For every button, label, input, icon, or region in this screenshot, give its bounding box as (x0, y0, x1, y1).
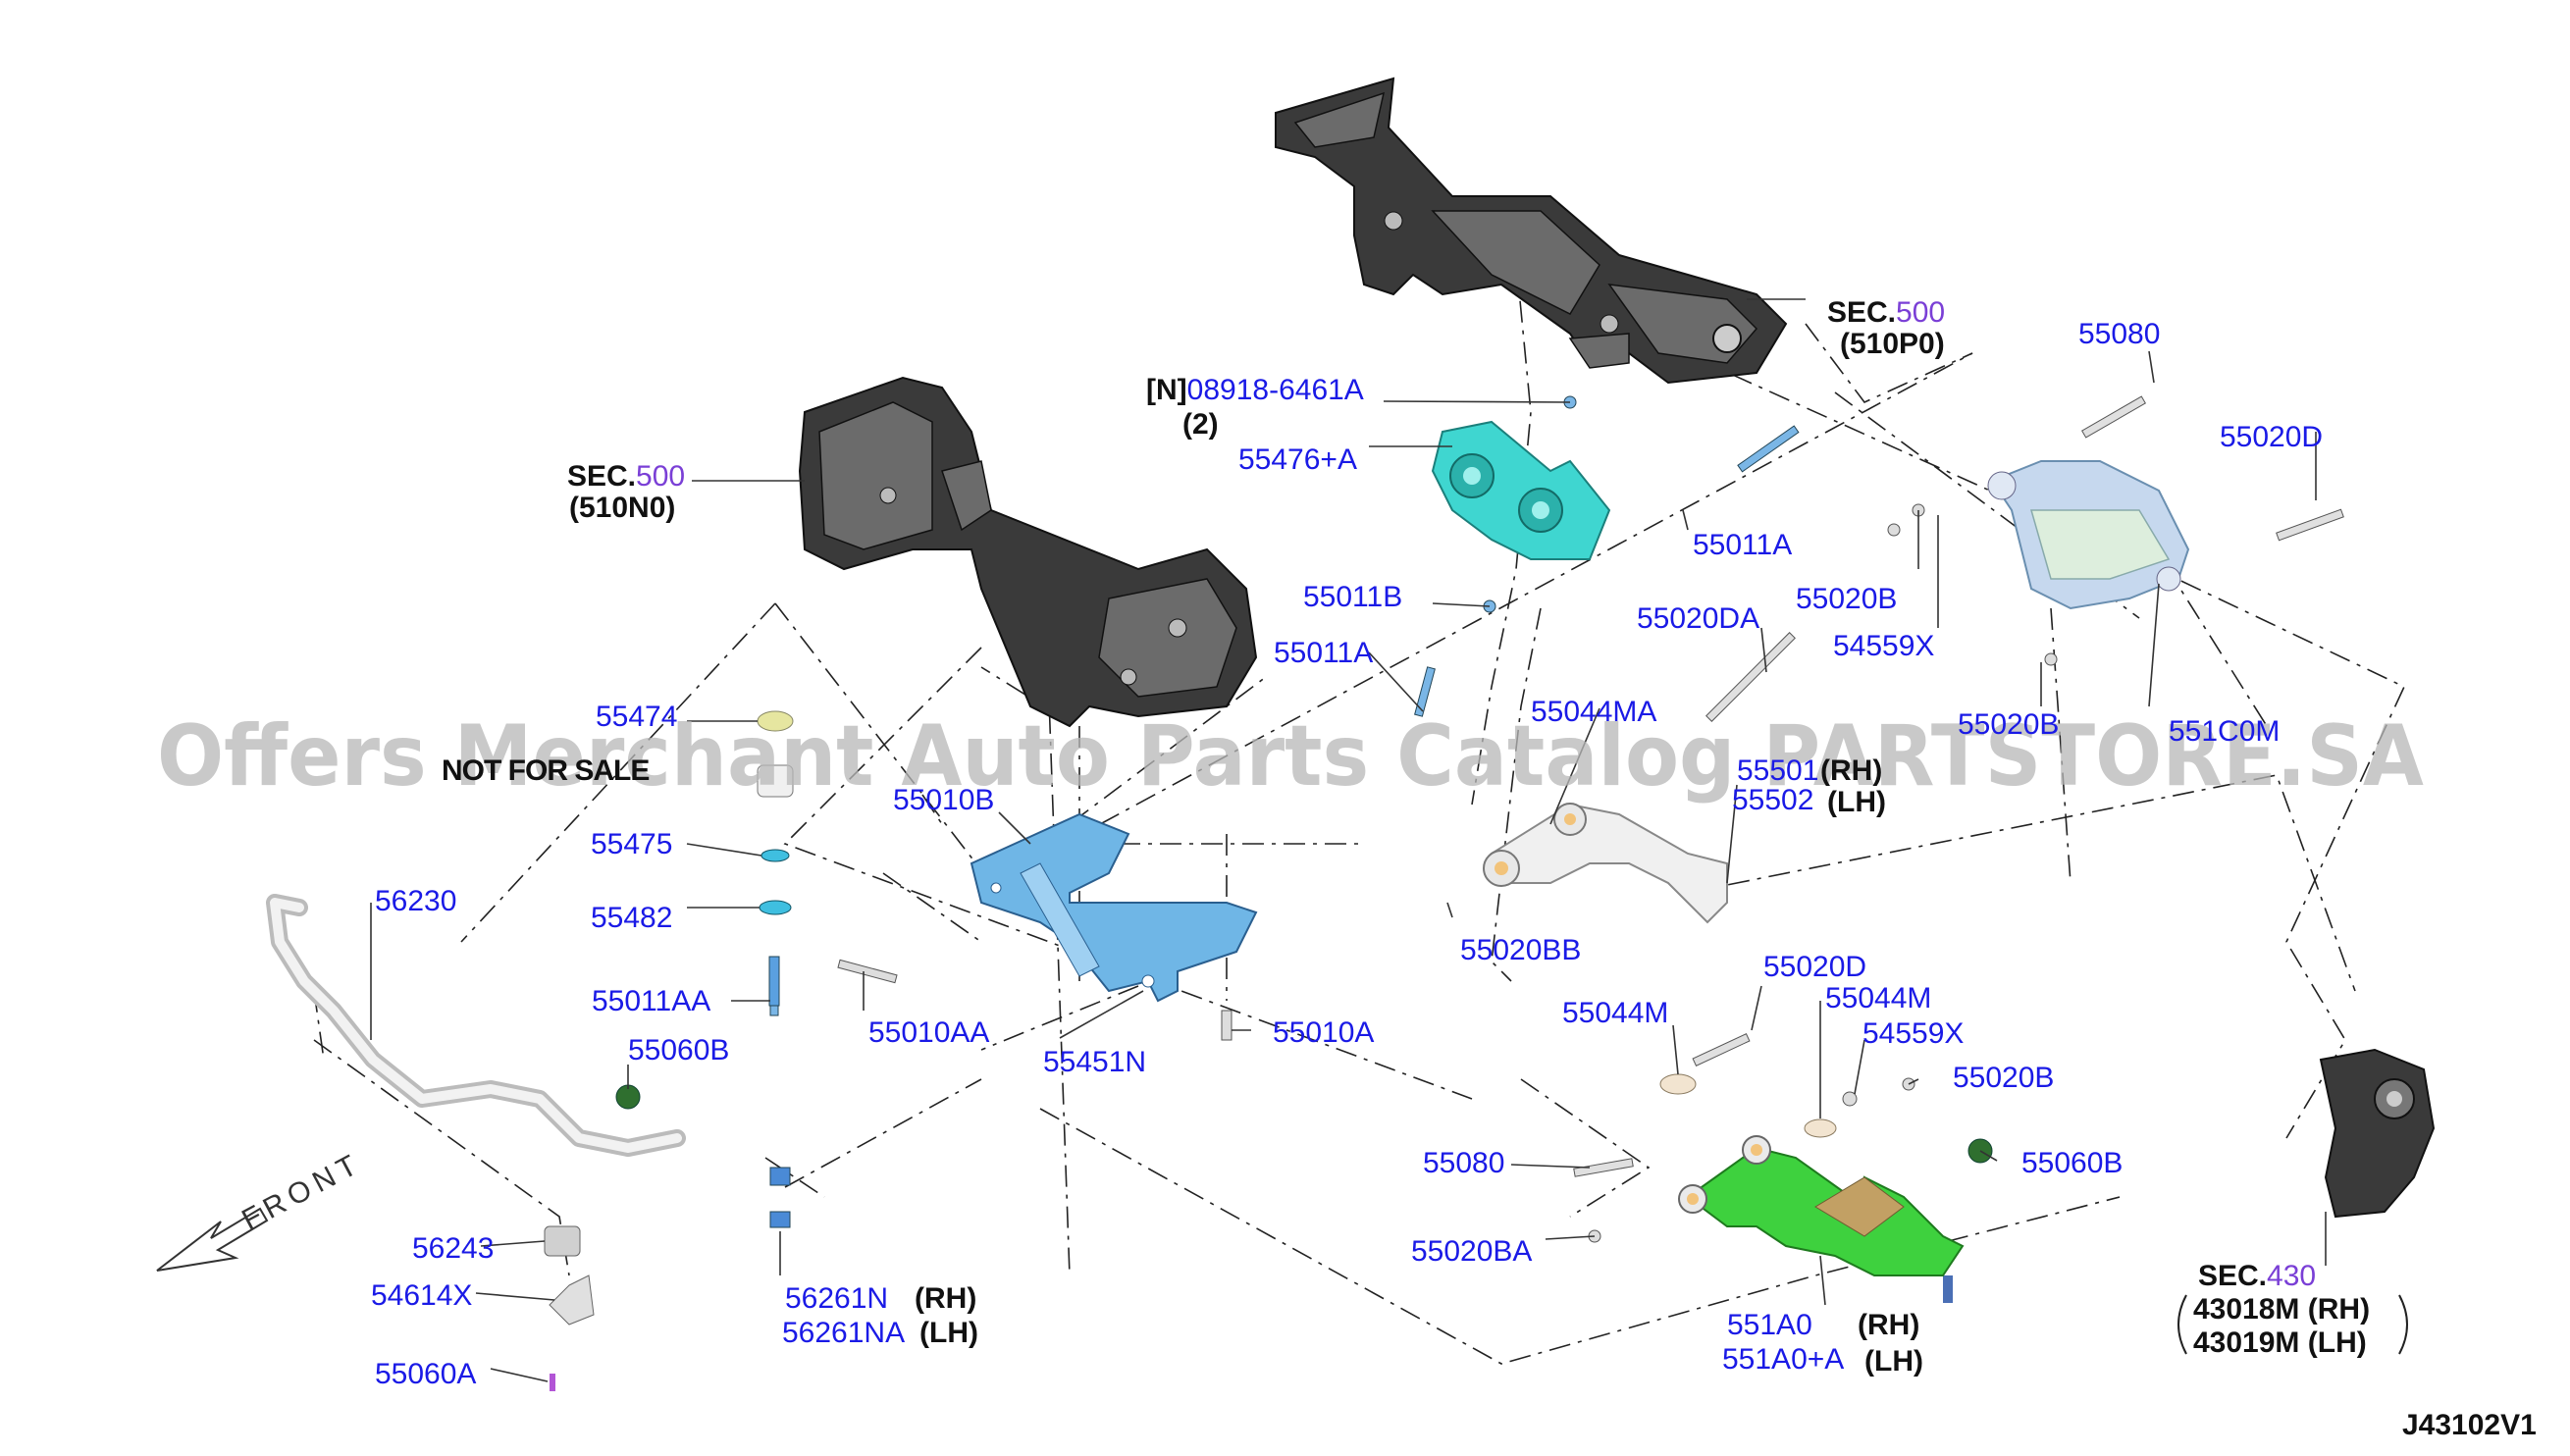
callout-55011A-top: 55011A (1693, 529, 1792, 561)
stabilizer-bar (266, 894, 791, 1326)
callout-55501: 55501 (1737, 754, 1818, 787)
callout-55020B-hidden: 55020B (1958, 708, 2059, 741)
rear-control-arm (1987, 460, 2190, 610)
callout-55020B-top: 55020B (1796, 583, 1897, 615)
watermark: Offers Merchant Auto Parts Catalog PARTS… (157, 707, 2424, 806)
diagram-id: J43102V1 (2402, 1409, 2537, 1441)
callout-55010AA: 55010AA (868, 1016, 989, 1049)
callout-56261N: 56261N (785, 1282, 888, 1315)
sec-label-upper: SEC.500 (1827, 296, 1945, 329)
knuckle (2319, 1048, 2436, 1219)
sec-label-left: SEC.500 (567, 460, 685, 493)
callout-55476A: 55476+A (1238, 443, 1357, 476)
callout-55080-low: 55080 (1423, 1147, 1504, 1179)
leader-lines (370, 298, 2327, 1382)
labels: SEC.500 (510P0) SEC.500 (510N0) [N]08918… (371, 296, 2537, 1441)
callout-55011A-mid: 55011A (1274, 637, 1373, 669)
callout-55010A: 55010A (1273, 1016, 1374, 1049)
sec-label-knuckle: SEC.430 (2198, 1260, 2316, 1292)
callout-55060A: 55060A (375, 1358, 476, 1390)
callout-56261NA: 56261NA (782, 1317, 905, 1349)
callout-551C0M: 551C0M (2169, 715, 2280, 748)
callout-55011B: 55011B (1303, 581, 1402, 613)
callout-55451N: 55451N (1043, 1046, 1146, 1078)
callout-55474: 55474 (596, 701, 677, 733)
callout-55011AA: 55011AA (592, 985, 710, 1017)
callout-551A0A: 551A0+A (1722, 1343, 1844, 1376)
callout-55020DA: 55020DA (1637, 602, 1759, 635)
upper-link-arm (1483, 803, 1728, 924)
callout-55020BA: 55020BA (1411, 1235, 1532, 1268)
callout-55060B-right: 55060B (2021, 1147, 2123, 1179)
knuckle-lh: 43019M (LH) (2193, 1326, 2367, 1359)
callout-55044M-right: 55044M (1825, 982, 1931, 1014)
callout-551A0A-lh: (LH) (1864, 1345, 1923, 1378)
not-for-sale: NOT FOR SALE (442, 754, 649, 787)
callout-54559X-low: 54559X (1862, 1017, 1964, 1050)
callout-55010B: 55010B (893, 784, 994, 816)
callout-55080-top: 55080 (2078, 318, 2160, 350)
callout-55020D-low: 55020D (1763, 951, 1866, 983)
knuckle-rh: 43018M (RH) (2193, 1293, 2370, 1326)
callout-55044M-left: 55044M (1562, 997, 1668, 1029)
callout-55044MA: 55044MA (1531, 696, 1656, 728)
callout-55502-lh: (LH) (1827, 786, 1886, 818)
callout-08918: [N]08918-6461A (1146, 374, 1364, 406)
callout-551A0-rh: (RH) (1858, 1309, 1919, 1341)
callout-55482: 55482 (591, 902, 672, 934)
callout-56261N-rh: (RH) (915, 1282, 976, 1315)
callout-qty: (2) (1182, 408, 1219, 441)
callout-551A0: 551A0 (1727, 1309, 1812, 1341)
callout-55502: 55502 (1732, 784, 1813, 816)
upper-crossmember (1275, 77, 1788, 385)
differential-mount-bracket (1431, 420, 1611, 560)
left-crossmember (798, 376, 1258, 728)
front-arrow: FRONT (156, 1147, 368, 1272)
callout-54559X-top: 54559X (1833, 630, 1934, 662)
callout-55060B-left: 55060B (628, 1034, 729, 1066)
mount-stack (757, 710, 794, 1007)
callout-56243: 56243 (412, 1232, 494, 1265)
sec-code-left: (510N0) (569, 492, 675, 524)
sec-code-upper: (510P0) (1840, 328, 1945, 360)
callout-54614X: 54614X (371, 1279, 472, 1312)
callout-56230: 56230 (375, 885, 456, 917)
callout-55020B-low: 55020B (1953, 1062, 2054, 1094)
callout-55501-rh: (RH) (1820, 754, 1882, 787)
callout-55020D-top: 55020D (2220, 421, 2323, 453)
callout-56261NA-lh: (LH) (919, 1317, 978, 1349)
front-label: FRONT (236, 1147, 367, 1237)
rear-member-bracket (970, 812, 1258, 1003)
callout-55020BB: 55020BB (1460, 934, 1581, 966)
lower-control-arm (1678, 1135, 1965, 1276)
callout-55475: 55475 (591, 828, 672, 860)
